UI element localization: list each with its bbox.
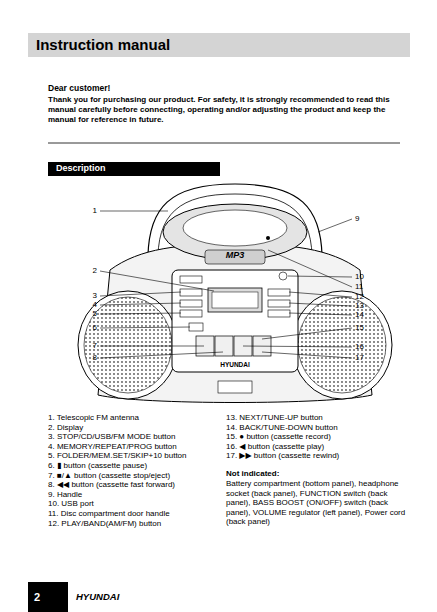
list-item: 1. Telescopic FM antenna — [48, 413, 224, 423]
callout-number: 10 — [355, 272, 369, 282]
note-heading: Not indicated: — [226, 469, 416, 479]
callout-number: 7 — [84, 341, 97, 351]
list-item: 6. ▮ button (cassette pause) — [48, 461, 224, 471]
callout-number: 15 — [355, 323, 369, 333]
list-item: 2. Display — [48, 423, 224, 433]
list-item: 11. Disc compartment door handle — [48, 509, 224, 519]
callout-number: 14 — [355, 310, 369, 320]
list-item: 16. ◀ button (cassette play) — [226, 442, 416, 452]
intro-text: Thank you for purchasing our product. Fo… — [48, 95, 410, 125]
list-item: 12. PLAY/BAND(AM/FM) button — [48, 519, 224, 529]
list-item: 17. ▶▶ button (cassette rewind) — [226, 451, 416, 461]
list-item: 8. ◀◀ button (cassette fast forward) — [48, 480, 224, 490]
callout-number: 6 — [84, 323, 97, 333]
callout-number: 4 — [84, 300, 97, 310]
brand-logo: HYUNDAI — [76, 591, 136, 602]
list-item: 3. STOP/CD/USB/FM MODE button — [48, 432, 224, 442]
list-item: 14. BACK/TUNE-DOWN button — [226, 423, 416, 433]
page-number: 2 — [34, 591, 40, 603]
callout-number: 16 — [355, 342, 369, 352]
note-text: Battery compartment (bottom panel), head… — [226, 479, 412, 527]
callout-number: 9 — [355, 214, 369, 224]
section-band: Description — [48, 162, 220, 176]
device-brand: HYUNDAI — [212, 361, 258, 369]
heading-text: Description — [56, 164, 106, 174]
callout-number: 1 — [84, 206, 97, 216]
list-item: 4. MEMORY/REPEAT/PROG button — [48, 442, 224, 452]
callout-number: 17 — [355, 353, 369, 363]
heading-text: Instruction manual — [36, 37, 170, 54]
list-item: 5. FOLDER/MEM.SET/SKIP+10 button — [48, 451, 224, 461]
list-item: 10. USB port — [48, 499, 224, 509]
callout-number: 13 — [355, 301, 369, 311]
header-bar: Instruction manual — [28, 33, 410, 57]
callout-number: 5 — [84, 309, 97, 319]
list-item: 13. NEXT/TUNE-UP button — [226, 413, 416, 423]
list-item: 7. ■/▲ button (cassette stop/eject) — [48, 471, 224, 481]
callout-number: 3 — [84, 291, 97, 301]
callout-number: 12 — [355, 292, 369, 302]
page-number-block: 2 — [28, 582, 68, 612]
device-logo: MP3 — [218, 250, 252, 261]
callout-number: 2 — [84, 266, 97, 276]
list-item: 15. ● button (cassette record) — [226, 432, 416, 442]
list-item: 9. Handle — [48, 490, 224, 500]
callout-number: 11 — [355, 282, 369, 292]
greeting: Dear customer! — [48, 83, 408, 93]
callout-number: 8 — [84, 353, 97, 363]
